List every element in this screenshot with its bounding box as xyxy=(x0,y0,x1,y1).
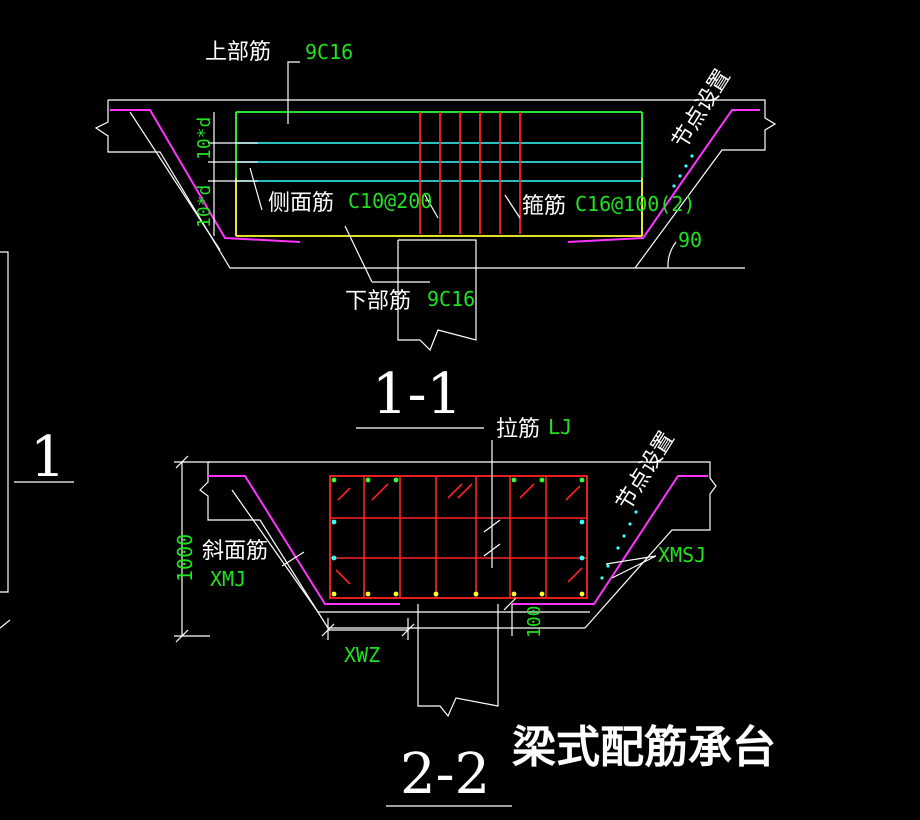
section-2-cage-grid xyxy=(330,476,587,598)
bottom-spec: XWZ xyxy=(344,643,380,667)
dim-upper: 10*d xyxy=(194,117,215,160)
section-2-slope-bar-right xyxy=(512,475,708,605)
section-2-title: 2-2 xyxy=(400,742,490,807)
section-2-pile xyxy=(417,604,499,718)
section-2-outline-right xyxy=(208,461,717,629)
section-2-leaders xyxy=(281,440,657,640)
section-1-title: 1-1 xyxy=(372,362,462,427)
height-dim: 1000 xyxy=(173,534,197,582)
slope-spec: XMJ xyxy=(210,567,246,591)
bottom-bar-spec: 9C16 xyxy=(427,287,475,311)
section-2-height-dim xyxy=(174,455,210,643)
page-title: 梁式配筋承台 xyxy=(512,722,776,773)
section-1-1 xyxy=(94,61,777,429)
section-1-dimension xyxy=(208,112,258,236)
slope-label: 斜面筋 xyxy=(202,539,268,564)
tie-spec: LJ xyxy=(548,415,572,439)
section-2-cage xyxy=(329,475,588,599)
angle-label: 90 xyxy=(678,228,702,252)
tie-label: 拉筋 xyxy=(496,417,540,442)
left-partial-drawing xyxy=(0,251,74,629)
cover-dim: 100 xyxy=(524,605,545,638)
bottom-bar-label: 下部筋 xyxy=(345,289,411,314)
side-bar-label: 侧面筋 xyxy=(268,191,334,216)
section-2-node-label: 节点设置 xyxy=(612,427,680,515)
section-1-slope-bar-left xyxy=(110,109,301,243)
section-1-leaders xyxy=(249,61,677,283)
section-1-node-label: 节点设置 xyxy=(668,65,736,153)
section-1-slope-left xyxy=(129,111,221,251)
stirrup-spec: C16@100(2) xyxy=(575,192,695,216)
stirrup-label: 箍筋 xyxy=(522,194,566,219)
side-bar-spec: C10@200 xyxy=(348,189,432,213)
section-1-slope-bar-right xyxy=(567,109,760,243)
section-2-slope-bar-left xyxy=(208,475,400,605)
section-1-stirrups xyxy=(419,112,521,234)
top-bar-label: 上部筋 xyxy=(205,40,271,65)
section-1-node-dots xyxy=(672,154,694,188)
dim-lower: 10*d xyxy=(194,185,215,228)
section-2-bar-dots xyxy=(331,477,638,597)
top-bar-spec: 9C16 xyxy=(305,40,353,64)
left-label: 1 xyxy=(30,425,66,490)
section-1-pile xyxy=(397,239,477,352)
section-1-outline xyxy=(94,100,745,269)
slope-tie-spec: XMSJ xyxy=(658,543,706,567)
section-2-2 xyxy=(174,440,717,807)
section-1-outline-right xyxy=(108,99,777,269)
section-2-slope-left xyxy=(231,489,319,613)
